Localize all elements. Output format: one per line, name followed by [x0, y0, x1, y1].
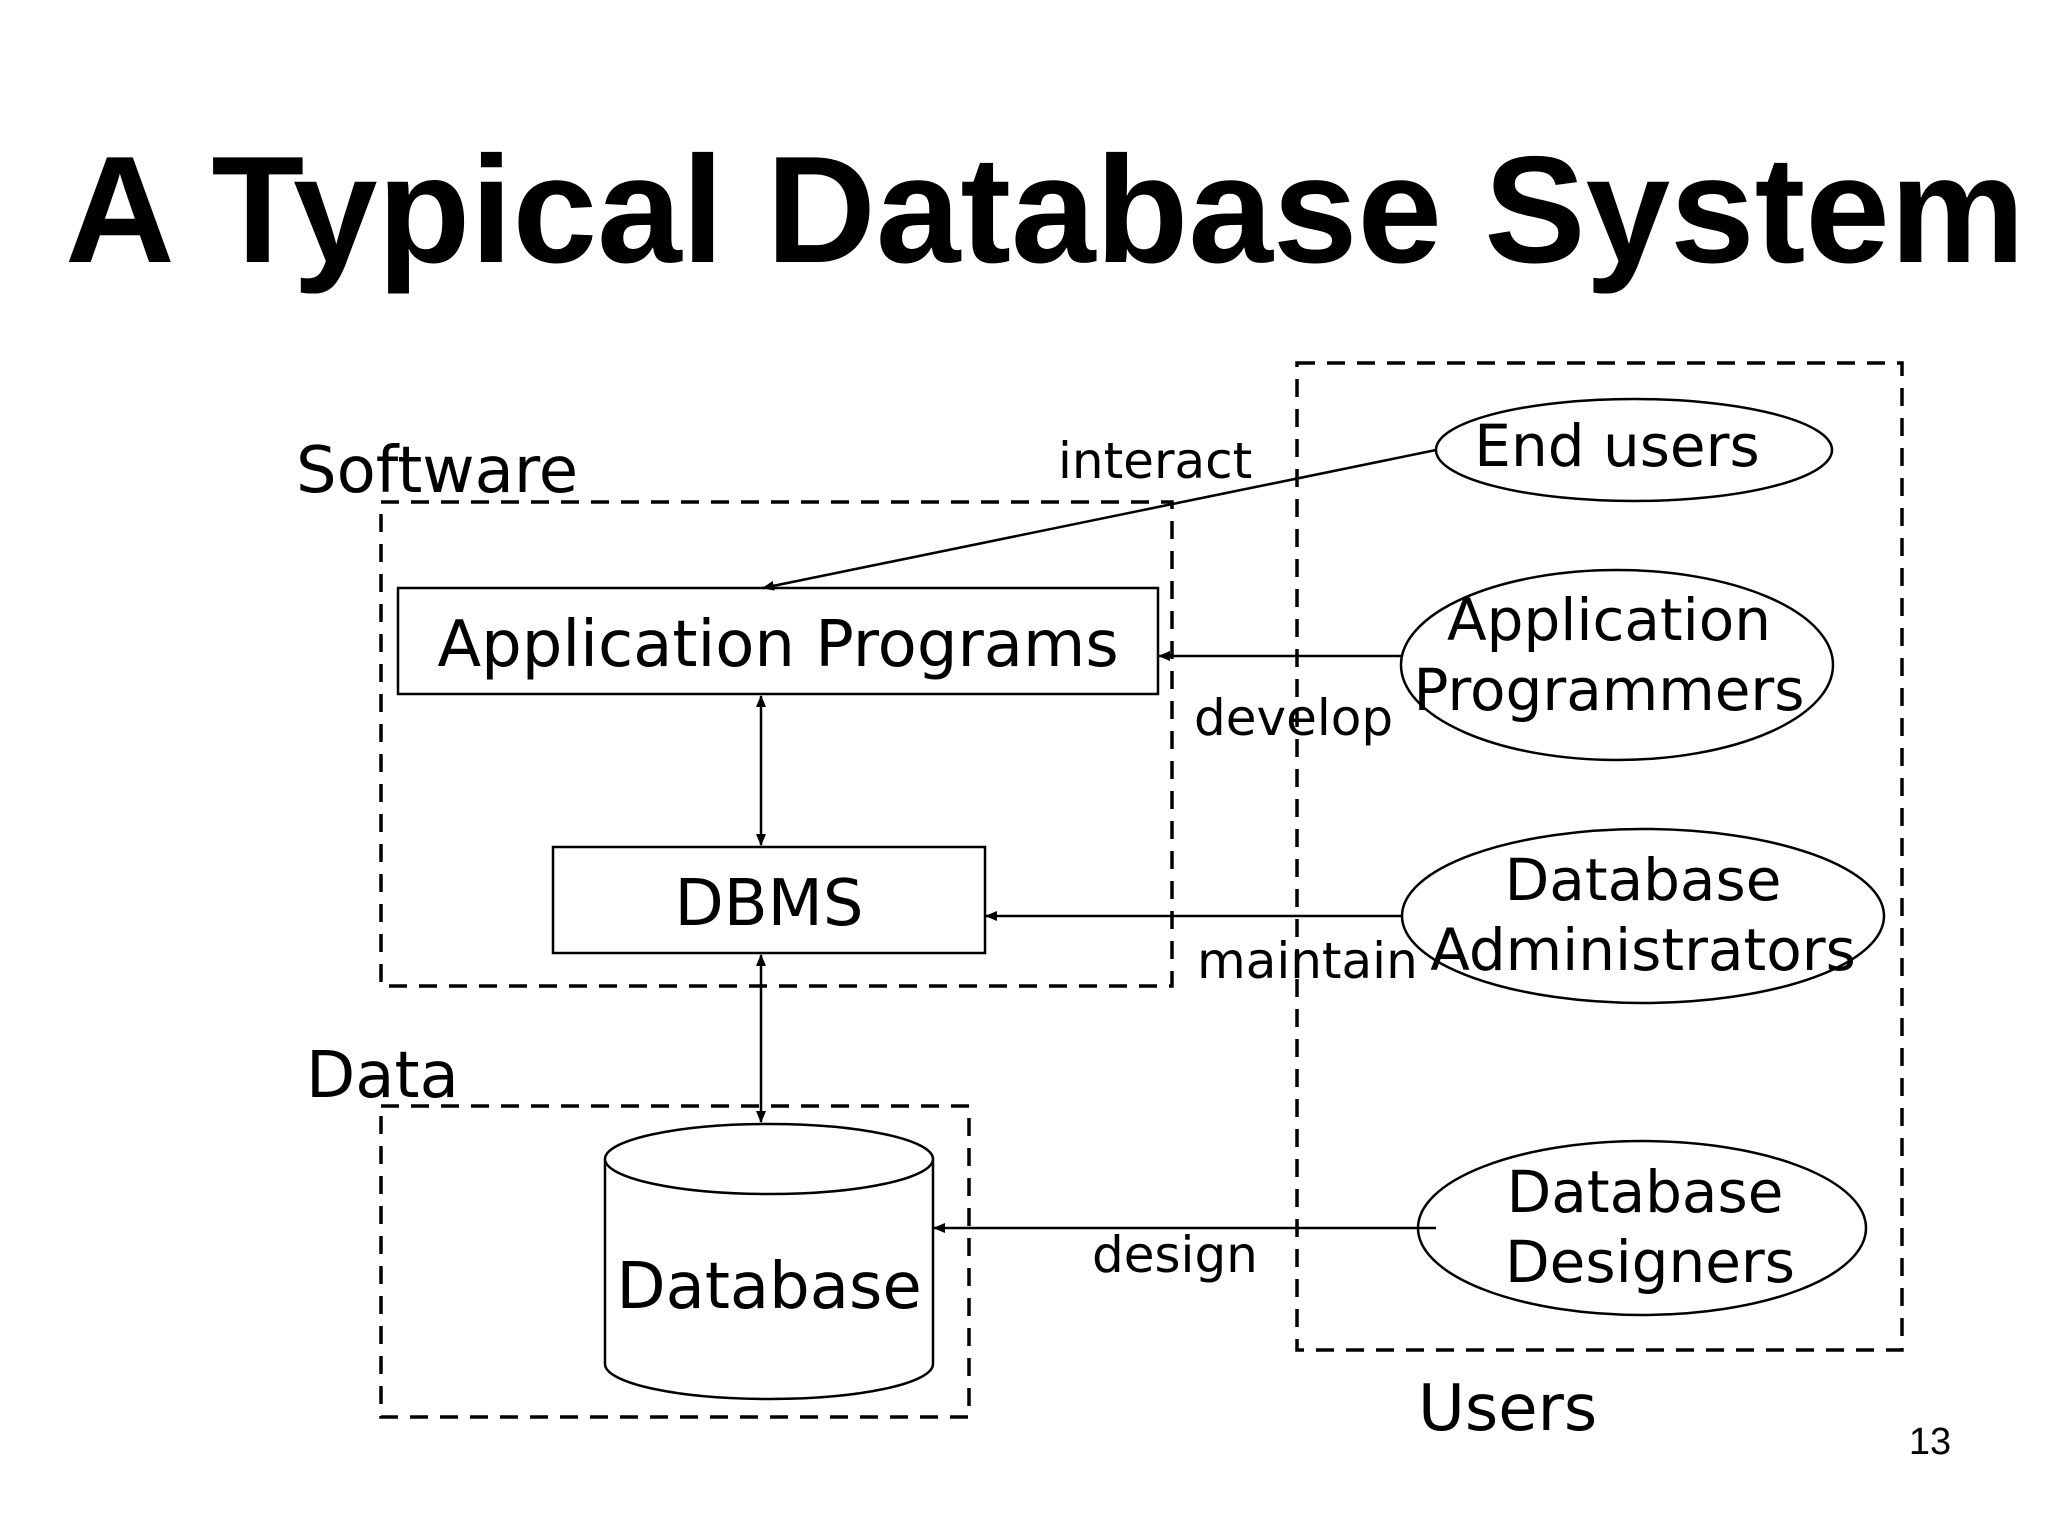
application-programs-box: [396, 586, 1160, 696]
develop-label: develop: [1194, 689, 1393, 747]
interact-label: interact: [1058, 432, 1252, 490]
design-label: design: [1092, 1226, 1258, 1284]
application-programs-label: Application Programs: [437, 608, 1118, 682]
database-administrators-label-line1: Database: [1505, 846, 1782, 914]
database-cylinder: [603, 1122, 935, 1401]
database-administrators-label-line2: Administrators: [1430, 916, 1856, 984]
users-group-label: Users: [1418, 1372, 1597, 1446]
application-programmers-label-line1: Application: [1447, 586, 1771, 654]
slide-title: A Typical Database System: [65, 125, 2025, 295]
dbms-label: DBMS: [674, 867, 863, 941]
maintain-label: maintain: [1197, 932, 1418, 990]
software-group-label: Software: [296, 434, 578, 508]
database-administrators-ellipse: [1400, 827, 1886, 1005]
dbms-box: [551, 845, 987, 955]
database-designers-label-line2: Designers: [1505, 1228, 1795, 1296]
software-group-box: [379, 500, 1174, 988]
slide-number: 13: [1908, 1421, 1952, 1463]
data-group-label: Data: [306, 1039, 459, 1113]
application-programmers-ellipse: [1399, 568, 1835, 762]
database-designers-label-line1: Database: [1507, 1158, 1784, 1226]
users-group-box: [1295, 361, 1904, 1352]
database-label: Database: [616, 1250, 921, 1324]
end-users-label: End users: [1474, 412, 1759, 480]
application-programmers-label-line2: Programmers: [1414, 656, 1805, 724]
interact-arrow: [762, 448, 1437, 591]
